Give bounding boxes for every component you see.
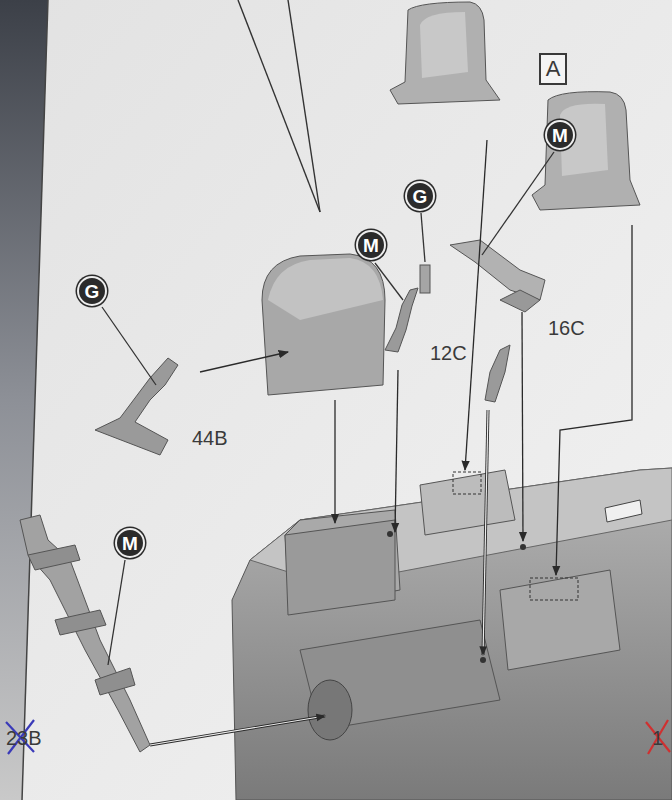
part-number: 16C bbox=[548, 318, 585, 338]
part-number: 44B bbox=[192, 428, 228, 448]
callout-letter: A bbox=[546, 58, 561, 80]
color-callout: G bbox=[405, 181, 435, 211]
callout-letter: G bbox=[85, 282, 100, 301]
callout-letter: M bbox=[122, 534, 138, 553]
callout-letter: G bbox=[413, 187, 428, 206]
callout-letter: M bbox=[552, 126, 568, 145]
callout-letter: M bbox=[363, 236, 379, 255]
color-callout: M bbox=[115, 528, 145, 558]
part-number: 23B bbox=[6, 728, 42, 748]
color-callout: M bbox=[545, 120, 575, 150]
part-number: 1 bbox=[652, 728, 663, 748]
color-callout: G bbox=[77, 276, 107, 306]
color-callout: M bbox=[356, 230, 386, 260]
step-letter-box: A bbox=[539, 53, 567, 85]
part-number: 12C bbox=[430, 343, 467, 363]
